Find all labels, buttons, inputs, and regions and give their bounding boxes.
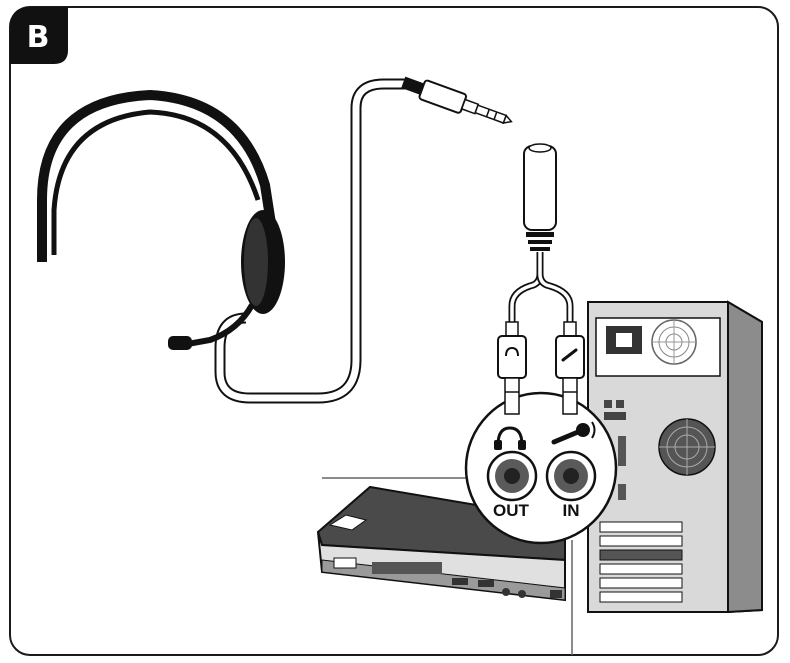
in-jack	[545, 450, 597, 502]
microphone-symbol-icon	[551, 421, 596, 445]
headphone-symbol-icon	[494, 426, 526, 450]
audio-jack-closeup: OUT IN	[464, 391, 618, 545]
panel-badge: B	[10, 7, 68, 64]
out-jack	[486, 450, 538, 502]
in-jack-label: IN	[563, 501, 580, 520]
y-splitter-cable-icon	[497, 143, 585, 415]
headphone-plug-symbol	[505, 346, 519, 357]
badge-letter: B	[27, 20, 50, 55]
mic-plug-symbol	[561, 348, 578, 362]
desktop-tower-icon	[587, 300, 763, 614]
laptop-icon	[316, 477, 573, 655]
headset-audio-plug	[401, 76, 513, 124]
out-jack-label: OUT	[493, 501, 530, 520]
headset-icon	[37, 89, 285, 350]
